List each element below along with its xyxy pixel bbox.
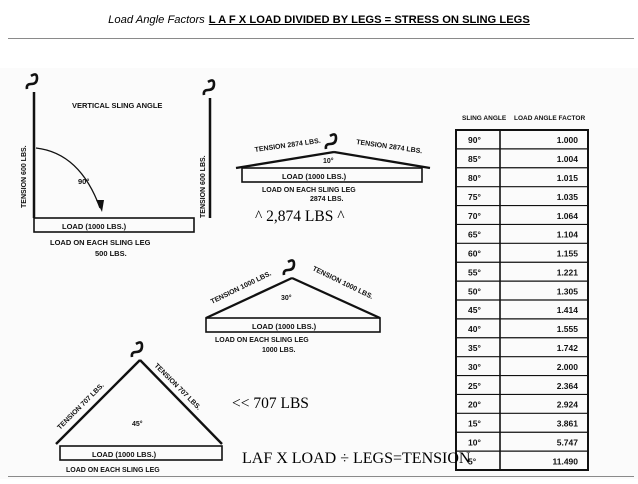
footer-rule xyxy=(8,476,634,477)
left-tension-label: TENSION 600 LBS. xyxy=(21,145,28,208)
result-45deg-caption: << 707 LBS xyxy=(232,395,309,412)
table-cell-factor: 1.305 xyxy=(557,286,579,296)
table-cell-factor: 1.742 xyxy=(557,343,579,353)
tension-right-label: TENSION 2874 LBS. xyxy=(356,139,423,155)
vertical-caption-line2: 500 LBS. xyxy=(95,249,127,258)
header-italic-text: Load Angle Factors xyxy=(108,14,205,26)
load-angle-factor-table: SLING ANGLE LOAD ANGLE FACTOR 90° 1.000 85… xyxy=(455,115,589,471)
angle-arc xyxy=(35,147,101,209)
table-cell-factor: 2.000 xyxy=(557,362,579,372)
sling-leg-right xyxy=(291,276,381,320)
table-cell-angle: 5° xyxy=(468,456,477,466)
table-cell-factor: 1.155 xyxy=(557,249,579,259)
sling-leg-right xyxy=(139,359,223,445)
table-cell-angle: 30° xyxy=(468,362,481,372)
load-label-30: LOAD (1000 LBS.) xyxy=(252,322,317,331)
vertical-sling-title: VERTICAL SLING ANGLE xyxy=(72,101,162,110)
table-cell-angle: 35° xyxy=(468,343,481,353)
table-cell-factor: 3.861 xyxy=(557,419,579,429)
hook-icon xyxy=(130,341,144,358)
sling-leg-left xyxy=(55,359,141,445)
sling-leg-right xyxy=(333,150,431,170)
slide-header: Load Angle Factors L A F X LOAD DIVIDED … xyxy=(0,0,638,40)
tension-right-label: TENSION 1000 LBS. xyxy=(311,266,374,301)
vertical-load-label: LOAD (1000 LBS.) xyxy=(62,222,127,231)
table-cell-angle: 85° xyxy=(468,154,481,164)
header-bold-text: L A F X LOAD DIVIDED BY LEGS = STRESS ON… xyxy=(208,14,530,26)
table-cell-angle: 45° xyxy=(468,305,481,315)
caption-line1-30: LOAD ON EACH SLING LEG xyxy=(215,337,309,344)
caption-line2-10: 2874 LBS. xyxy=(310,196,344,203)
vertical-sling-diagram: VERTICAL SLING ANGLE TENSION 600 LBS. TE… xyxy=(21,73,216,258)
tension-right-label: TENSION 707 LBS. xyxy=(153,362,202,411)
hook-icon xyxy=(25,73,39,90)
tension-left-label: TENSION 707 LBS. xyxy=(56,382,105,431)
table-cell-factor: 11.490 xyxy=(552,456,578,466)
table-cell-factor: 1.221 xyxy=(557,267,579,277)
formula-caption: LAF X LOAD ÷ LEGS=TENSION xyxy=(242,450,471,467)
angle-label-30: 30° xyxy=(281,294,292,302)
angle-label-45: 45° xyxy=(132,420,143,428)
sling-leg-left xyxy=(205,276,293,320)
thirty-degree-diagram: TENSION 1000 LBS. TENSION 1000 LBS. 30° … xyxy=(205,259,381,354)
table-cell-factor: 1.035 xyxy=(557,192,579,202)
table-cell-factor: 1.414 xyxy=(557,305,579,315)
scanned-diagram: VERTICAL SLING ANGLE TENSION 600 LBS. TE… xyxy=(21,73,589,474)
col1-header: SLING ANGLE xyxy=(462,115,507,122)
hook-icon xyxy=(202,79,216,96)
table-cell-angle: 10° xyxy=(468,437,481,447)
table-cell-angle: 15° xyxy=(468,419,481,429)
hook-icon xyxy=(324,133,338,150)
scanned-chart: VERTICAL SLING ANGLE TENSION 600 LBS. TE… xyxy=(0,68,638,479)
vertical-caption-line1: LOAD ON EACH SLING LEG xyxy=(50,238,151,247)
table-cell-factor: 5.747 xyxy=(557,437,579,447)
table-cell-angle: 65° xyxy=(468,230,481,240)
table-cell-factor: 1.104 xyxy=(557,230,579,240)
table-cell-angle: 60° xyxy=(468,249,481,259)
vertical-angle-label: 90° xyxy=(78,177,89,186)
load-box xyxy=(33,217,195,233)
table-cell-factor: 1.015 xyxy=(557,173,579,183)
load-label-45: LOAD (1000 LBS.) xyxy=(92,450,157,459)
sling-leg-left xyxy=(235,150,335,170)
table-cell-angle: 25° xyxy=(468,381,481,391)
table-cell-angle: 40° xyxy=(468,324,481,334)
col2-header: LOAD ANGLE FACTOR xyxy=(514,115,585,122)
table-cell-factor: 2.924 xyxy=(557,400,579,410)
table-cell-angle: 55° xyxy=(468,267,481,277)
table-cell-angle: 50° xyxy=(468,286,481,296)
table-cell-factor: 1.555 xyxy=(557,324,579,334)
tension-left-label: TENSION 2874 LBS. xyxy=(254,138,321,154)
caption-line2-30: 1000 LBS. xyxy=(262,347,296,354)
table-cell-factor: 1.000 xyxy=(557,135,579,145)
caption-line1-45: LOAD ON EACH SLING LEG xyxy=(66,467,160,474)
table-cell-factor: 2.364 xyxy=(557,381,579,391)
angle-label-10: 10° xyxy=(323,157,334,165)
table-cell-angle: 75° xyxy=(468,192,481,202)
result-10deg-caption: ^ 2,874 LBS ^ xyxy=(255,208,345,225)
table-cell-angle: 70° xyxy=(468,211,481,221)
caption-line1-10: LOAD ON EACH SLING LEG xyxy=(262,187,356,194)
table-cell-factor: 1.064 xyxy=(557,211,579,221)
table-cell-angle: 80° xyxy=(468,173,481,183)
table-cell-angle: 20° xyxy=(468,400,481,410)
arrow-head xyxy=(96,200,104,212)
table-cell-factor: 1.004 xyxy=(557,154,579,164)
load-label-10: LOAD (1000 LBS.) xyxy=(282,172,347,181)
forty-five-degree-diagram: TENSION 707 LBS. TENSION 707 LBS. 45° LO… xyxy=(55,341,223,474)
load-box xyxy=(59,445,223,461)
header-rule xyxy=(8,38,634,39)
load-box xyxy=(205,317,381,333)
table-cell-angle: 90° xyxy=(468,135,481,145)
ten-degree-diagram: TENSION 2874 LBS. TENSION 2874 LBS. 10° … xyxy=(235,133,431,203)
load-box xyxy=(241,167,423,183)
right-tension-label: TENSION 600 LBS. xyxy=(200,155,207,218)
hook-icon xyxy=(282,259,296,276)
